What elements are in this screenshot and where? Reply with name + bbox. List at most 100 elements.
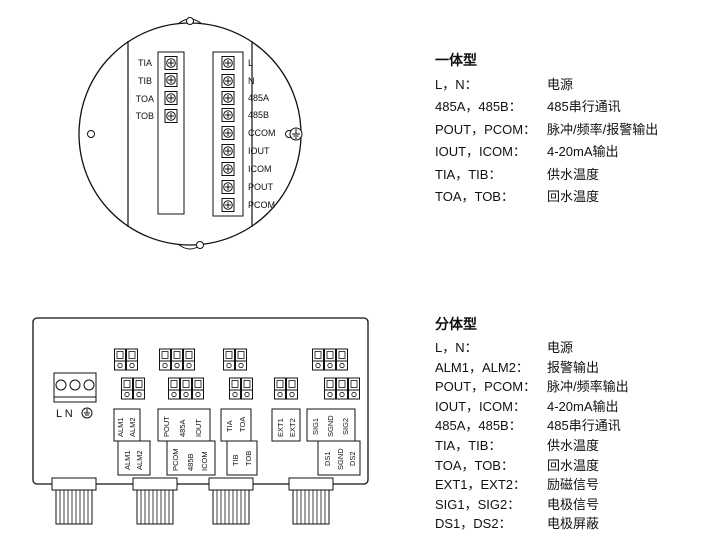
term-label: TIB	[231, 454, 240, 466]
legend-key: TIA，TIB：	[435, 166, 502, 182]
legend-key: TOA，TOB：	[435, 188, 514, 204]
ground-icon	[289, 127, 303, 141]
term-label: IOUT	[194, 419, 203, 437]
legend-key: 485A，485B：	[435, 418, 522, 434]
term-label: TOB	[244, 451, 253, 466]
integrated-enclosure	[78, 17, 303, 250]
term-label: DS1	[323, 451, 332, 466]
legend-row: ALM1，ALM2： 报警输出	[435, 358, 629, 378]
term-label: EXT1	[276, 418, 285, 437]
legend-row: TIA，TIB： 供水温度	[435, 164, 658, 186]
legend-desc: 485串行通讯	[547, 418, 621, 434]
legend-row: 485A，485B： 485串行通讯	[435, 96, 658, 118]
mounting-hole-left	[87, 130, 95, 138]
term-label: IOUT	[248, 146, 270, 156]
legend-row: 485A，485B： 485串行通讯	[435, 416, 629, 436]
legend-key: TIA，TIB：	[435, 437, 502, 453]
terminal-group-alm	[113, 348, 151, 476]
legend-desc: 脉冲/频率输出	[547, 379, 629, 395]
legend-desc: 脉冲/频率/报警输出	[547, 121, 659, 137]
legend-desc: 回水温度	[547, 188, 600, 204]
term-label: SGND	[336, 448, 345, 470]
ground-icon	[81, 407, 93, 419]
legend-key: L，N：	[435, 340, 478, 355]
term-label: ICOM	[248, 164, 272, 174]
legend-row: EXT1，EXT2： 励磁信号	[435, 475, 629, 495]
screw-toa	[164, 91, 178, 105]
legend-key: TOA，TOB：	[435, 457, 514, 473]
term-label: TOA	[136, 94, 154, 104]
legend-desc: 电极屏蔽	[547, 516, 600, 532]
legend-key: IOUT，ICOM：	[435, 144, 526, 160]
terminal-group-ext	[271, 377, 301, 442]
legend-row: DS1，DS2： 电极屏蔽	[435, 514, 629, 534]
legend-row: L，N：电源	[435, 74, 658, 96]
term-label: ALM2	[128, 417, 137, 437]
integrated-left-labels: TIA TIB TOA TOB	[136, 58, 154, 121]
cable-gland	[132, 477, 178, 525]
legend-row: SIG1，SIG2： 电极信号	[435, 495, 629, 515]
legend-desc: 供水温度	[547, 166, 600, 182]
term-label: DS2	[348, 451, 357, 466]
legend-desc: 回水温度	[547, 457, 600, 473]
legend-title: 一体型	[435, 52, 477, 68]
term-label: 485B	[186, 453, 195, 471]
legend-desc: 电极信号	[547, 496, 600, 512]
terminal-group-temp	[220, 348, 258, 476]
mounting-hole-bottom	[177, 241, 204, 250]
term-label: EXT2	[288, 418, 297, 437]
term-label: TOB	[136, 111, 154, 121]
term-label: 485A	[248, 93, 269, 103]
term-label: TIA	[138, 58, 152, 68]
legend-key: DS1，DS2：	[435, 516, 512, 532]
term-label: SIG2	[341, 418, 350, 435]
legend-desc: 4-20mA输出	[547, 144, 619, 160]
term-label: SIG1	[311, 418, 320, 435]
term-label: TIA	[225, 420, 234, 432]
term-label: 485B	[248, 110, 269, 120]
legend-desc: 供水温度	[547, 437, 600, 453]
term-label: PCOM	[171, 449, 180, 472]
legend-split: 分体型 L，N：电源 ALM1，ALM2： 报警输出 POUT，PCOM：脉冲/频…	[435, 316, 629, 534]
term-label: ALM1	[123, 450, 132, 470]
legend-row: TOA，TOB： 回水温度	[435, 186, 658, 208]
legend-row: POUT，PCOM：脉冲/频率/报警输出	[435, 119, 658, 141]
screw-tia	[164, 56, 178, 70]
cable-gland	[208, 477, 254, 525]
term-label: PCOM	[248, 200, 275, 210]
legend-key: L，N：	[435, 77, 478, 92]
term-label: L	[248, 58, 253, 68]
cable-gland	[288, 477, 334, 525]
power-terminal-block	[53, 372, 97, 403]
screw-tob	[164, 109, 178, 123]
legend-title: 分体型	[435, 316, 477, 332]
legend-key: ALM1，ALM2：	[435, 359, 529, 375]
screw-tib	[164, 73, 178, 87]
legend-key: SIG1，SIG2：	[435, 496, 521, 512]
terminal-group-sig	[306, 348, 361, 476]
split-terminal-labels: ALM1 ALM2 ALM1 ALM2 POUT 485A IOUT PCOM …	[116, 415, 357, 471]
cable-gland	[51, 477, 97, 525]
legend-row: L，N：电源	[435, 338, 629, 358]
legend-desc: 485串行通讯	[547, 99, 621, 115]
legend-desc: 4-20mA输出	[547, 398, 619, 414]
term-label: SGND	[326, 415, 335, 437]
legend-row: IOUT，ICOM：4-20mA输出	[435, 397, 629, 417]
terminal-group-output	[157, 348, 216, 476]
mounting-hole-top	[177, 17, 203, 25]
legend-key: EXT1，EXT2：	[435, 477, 527, 493]
legend-desc: 报警输出	[547, 359, 600, 375]
legend-row: TOA，TOB： 回水温度	[435, 456, 629, 476]
power-label: L N	[56, 408, 73, 420]
integrated-right-labels: L N 485A 485B CCOM IOUT ICOM POUT PCOM	[248, 58, 276, 210]
legend-desc: 励磁信号	[547, 477, 600, 493]
split-enclosure: L N	[32, 317, 369, 525]
term-label: 485A	[178, 419, 187, 437]
legend-row: TIA，TIB： 供水温度	[435, 436, 629, 456]
legend-key: 485A，485B：	[435, 99, 522, 115]
term-label: TIB	[138, 76, 152, 86]
term-label: POUT	[248, 182, 274, 192]
term-label: TOA	[238, 417, 247, 432]
legend-row: POUT，PCOM：脉冲/频率输出	[435, 377, 629, 397]
